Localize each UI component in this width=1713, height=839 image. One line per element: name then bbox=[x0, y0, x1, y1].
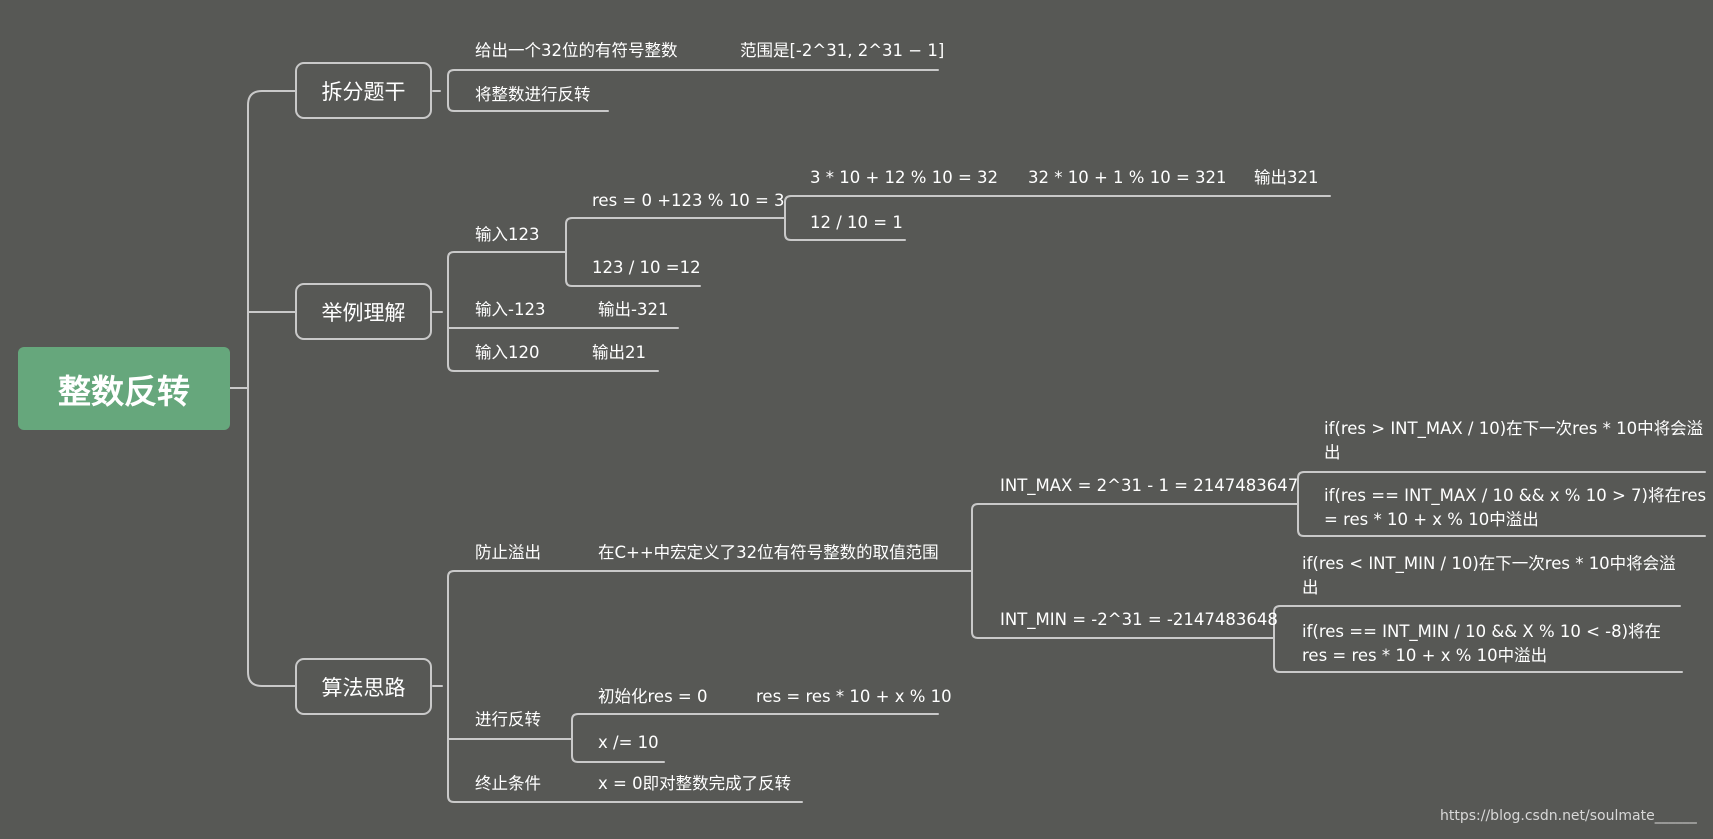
topic-macro-definition[interactable]: 在C++中宏定义了32位有符号整数的取值范围 bbox=[598, 543, 939, 562]
topic-output-321[interactable]: 输出321 bbox=[1254, 168, 1319, 187]
branch-split-problem[interactable]: 拆分题干 bbox=[295, 62, 432, 119]
topic-32bit-integer[interactable]: 给出一个32位的有符号整数 bbox=[475, 41, 678, 60]
topic-termination[interactable]: 终止条件 bbox=[475, 774, 541, 793]
topic-int-min-rule-1[interactable]: if(res < INT_MIN / 10)在下一次res * 10中将会溢出 bbox=[1302, 554, 1676, 597]
topic-output-21[interactable]: 输出21 bbox=[592, 343, 646, 362]
topic-termination-condition[interactable]: x = 0即对整数完成了反转 bbox=[598, 774, 792, 793]
topic-output-neg-321[interactable]: 输出-321 bbox=[598, 300, 669, 319]
topic-int-max[interactable]: INT_MAX = 2^31 - 1 = 2147483647 bbox=[1000, 476, 1299, 495]
topic-reverse-integer[interactable]: 将整数进行反转 bbox=[475, 85, 591, 104]
topic-input-120[interactable]: 输入120 bbox=[475, 343, 540, 362]
branch-algorithm[interactable]: 算法思路 bbox=[295, 658, 432, 715]
root-node[interactable]: 整数反转 bbox=[18, 347, 230, 430]
topic-prevent-overflow[interactable]: 防止溢出 bbox=[475, 543, 541, 562]
topic-int-max-rule-1[interactable]: if(res > INT_MAX / 10)在下一次res * 10中将会溢出 bbox=[1324, 419, 1704, 462]
topic-step-12-div[interactable]: 12 / 10 = 1 bbox=[810, 213, 903, 232]
topic-input-123[interactable]: 输入123 bbox=[475, 225, 540, 244]
watermark: https://blog.csdn.net/soulmate______ bbox=[1440, 808, 1697, 824]
topic-step-123-div[interactable]: 123 / 10 =12 bbox=[592, 258, 701, 277]
topic-int-min-rule-2[interactable]: if(res == INT_MIN / 10 && X % 10 < -8)将在… bbox=[1302, 622, 1662, 665]
topic-input-neg-123[interactable]: 输入-123 bbox=[475, 300, 546, 319]
topic-init-res[interactable]: 初始化res = 0 bbox=[598, 687, 708, 706]
topic-int-min[interactable]: INT_MIN = -2^31 = -2147483648 bbox=[1000, 610, 1278, 629]
topic-res-update[interactable]: res = res * 10 + x % 10 bbox=[756, 687, 952, 706]
topic-step-res-321[interactable]: 32 * 10 + 1 % 10 = 321 bbox=[1028, 168, 1227, 187]
topic-do-reverse[interactable]: 进行反转 bbox=[475, 710, 541, 729]
branch-examples[interactable]: 举例理解 bbox=[295, 283, 432, 340]
topic-range[interactable]: 范围是[-2^31, 2^31 − 1] bbox=[740, 41, 945, 60]
topic-int-max-rule-2[interactable]: if(res == INT_MAX / 10 && x % 10 > 7)将在r… bbox=[1324, 486, 1707, 529]
topic-step-res-32[interactable]: 3 * 10 + 12 % 10 = 32 bbox=[810, 168, 999, 187]
topic-step-res-3[interactable]: res = 0 +123 % 10 = 3 bbox=[592, 191, 785, 210]
topic-x-div-10[interactable]: x /= 10 bbox=[598, 733, 659, 752]
